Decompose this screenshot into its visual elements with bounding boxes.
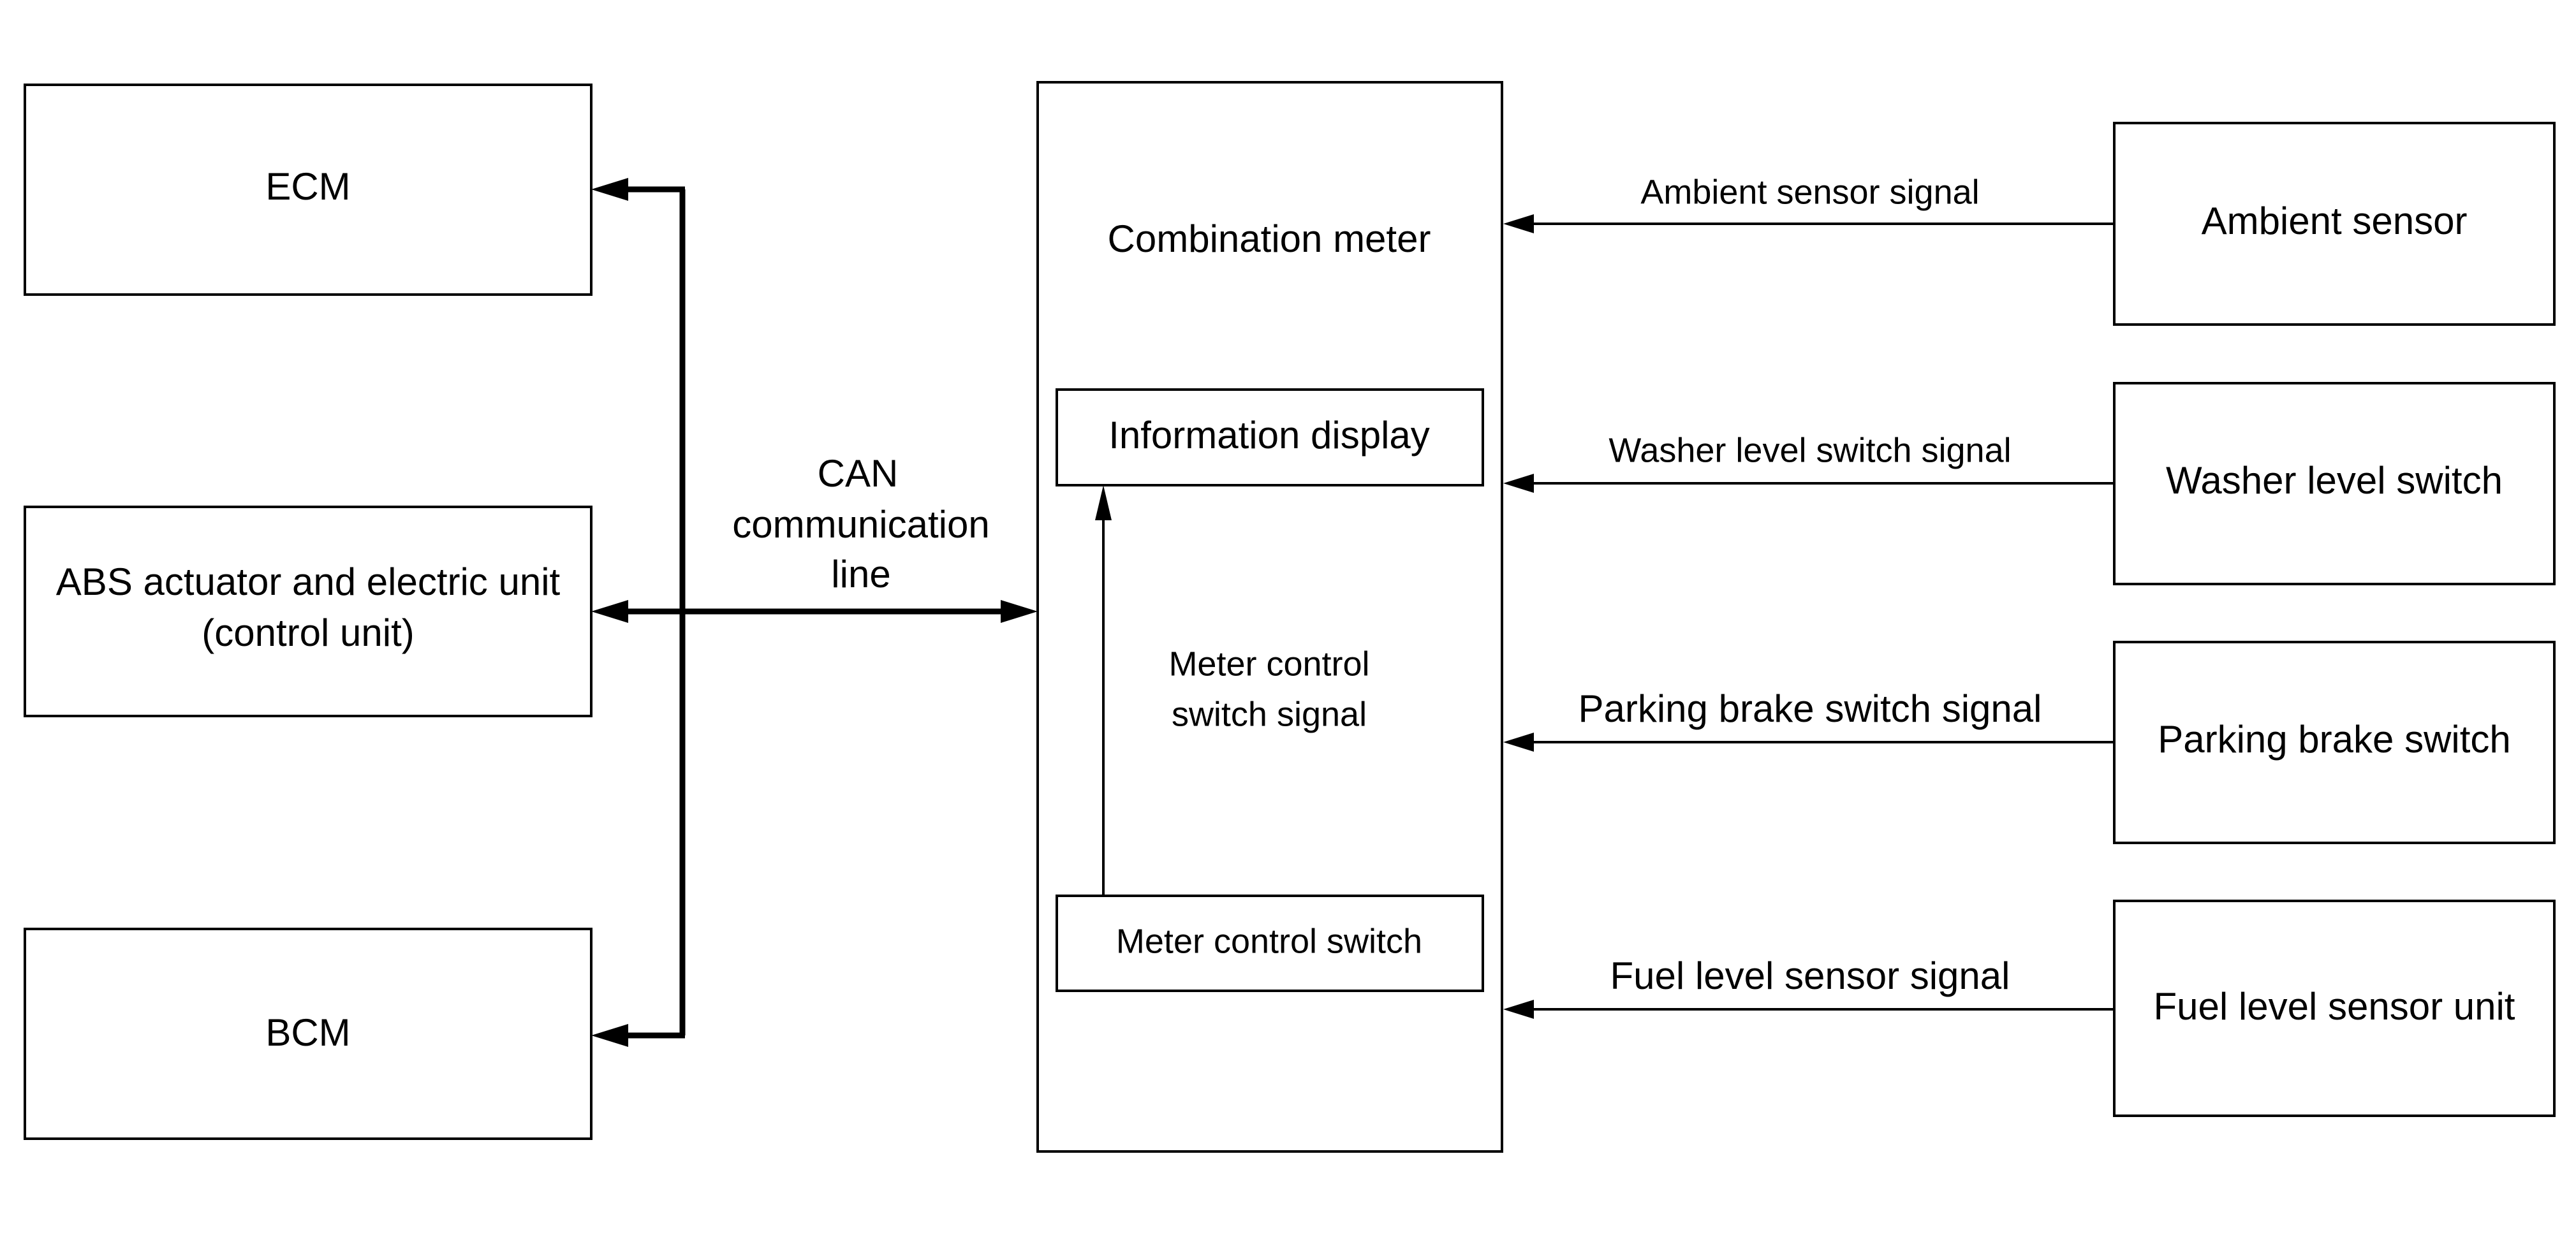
meter-control-switch-label: Meter control switch xyxy=(1116,922,1422,960)
parking-brake-switch-box xyxy=(2113,641,2556,844)
bcm-box xyxy=(24,928,592,1140)
abs-unit-box xyxy=(24,506,592,717)
ambient-signal-label: Ambient sensor signal xyxy=(1640,173,1979,211)
information-display-box xyxy=(1056,388,1484,486)
can-communication-line xyxy=(591,178,1038,1047)
arrowhead-to-combination-meter xyxy=(1001,600,1038,623)
ambient-signal-arrow xyxy=(1503,214,2114,233)
ambient-sensor-box xyxy=(2113,122,2556,326)
ambient-sensor-label: Ambient sensor xyxy=(2202,200,2468,242)
washer-level-switch-box xyxy=(2113,382,2556,585)
arrowhead-ambient xyxy=(1503,214,1534,233)
arrowhead-to-information-display xyxy=(1095,485,1112,520)
fuel-level-sensor-unit-box xyxy=(2113,900,2556,1117)
arrowhead-to-bcm xyxy=(591,1024,628,1047)
parking-signal-label: Parking brake switch signal xyxy=(1578,687,2042,730)
arrowhead-to-ecm xyxy=(591,178,628,201)
fuel-signal-arrow xyxy=(1503,1000,2114,1019)
information-display-label: Information display xyxy=(1108,414,1430,457)
meter-control-switch-box xyxy=(1056,895,1484,992)
can-label-line1: CAN xyxy=(818,452,899,495)
parking-brake-switch-label: Parking brake switch xyxy=(2158,718,2511,761)
parking-signal-arrow xyxy=(1503,733,2114,752)
can-label-line2: communication xyxy=(732,503,990,546)
washer-signal-arrow xyxy=(1503,474,2114,493)
arrowhead-washer xyxy=(1503,474,1534,493)
ecm-box xyxy=(24,84,592,296)
abs-unit-label-line2: (control unit) xyxy=(202,611,414,654)
arrowhead-parking xyxy=(1503,733,1534,752)
abs-unit-label-line1: ABS actuator and electric unit xyxy=(56,560,561,603)
bcm-label: BCM xyxy=(265,1011,350,1054)
washer-signal-label: Washer level switch signal xyxy=(1608,431,2011,469)
combination-meter-title: Combination meter xyxy=(1108,217,1431,260)
fuel-signal-label: Fuel level sensor signal xyxy=(1610,954,2010,997)
meter-control-signal-label-line1: Meter control xyxy=(1168,645,1369,683)
meter-control-signal-label-line2: switch signal xyxy=(1172,695,1367,733)
washer-level-switch-label: Washer level switch xyxy=(2166,459,2503,502)
arrowhead-to-abs xyxy=(591,600,628,623)
arrowhead-fuel xyxy=(1503,1000,1534,1019)
can-label-line3: line xyxy=(831,553,890,596)
fuel-level-sensor-unit-label: Fuel level sensor unit xyxy=(2154,985,2515,1028)
ecm-label: ECM xyxy=(265,165,350,208)
